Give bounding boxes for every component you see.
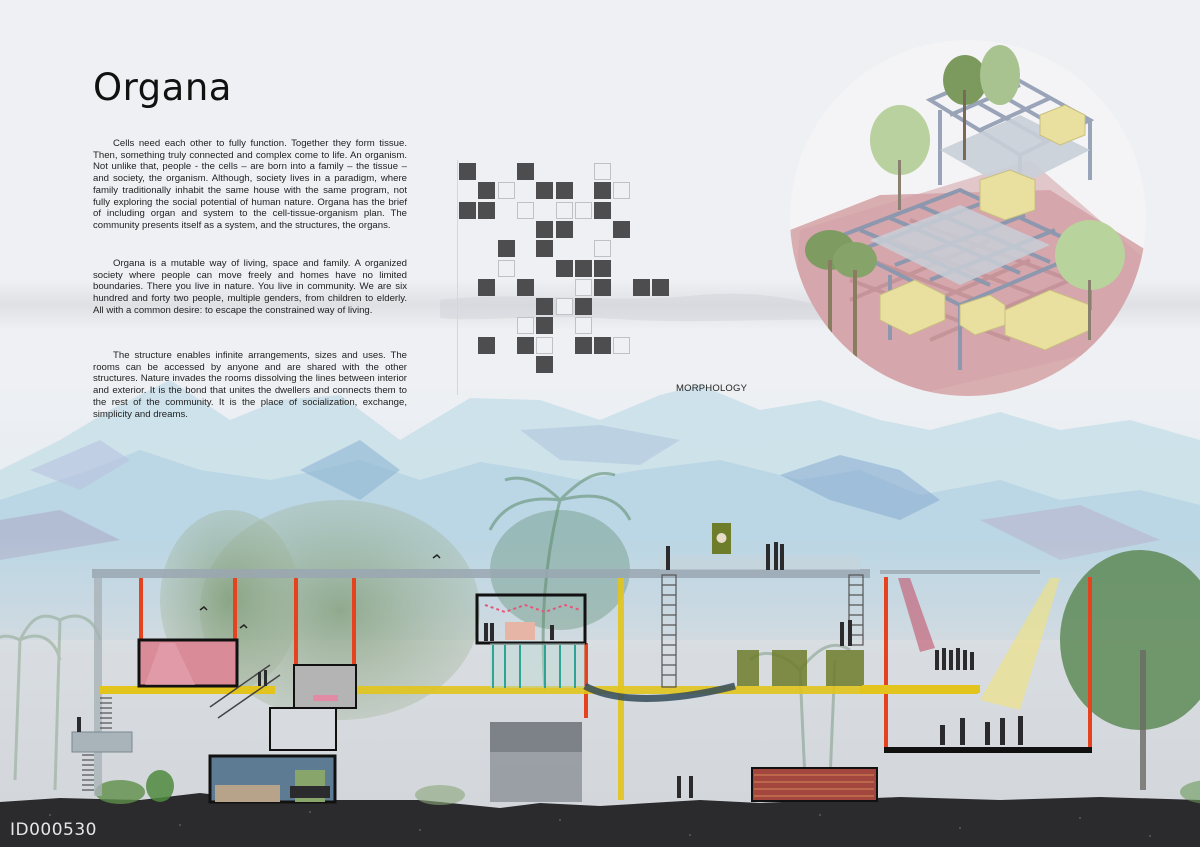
structure-paragraph: The structure enables infinite arrangeme…	[93, 350, 407, 420]
project-id: ID000530	[10, 820, 97, 840]
page-title: Organa	[93, 66, 232, 109]
axonometric-drawing	[790, 45, 1146, 396]
roof-slab	[92, 569, 870, 578]
intro-paragraph: Cells need each other to fully function.…	[93, 138, 407, 231]
morphology-label: MORPHOLOGY	[676, 383, 748, 394]
living-paragraph: Organa is a mutable way of living, space…	[93, 258, 407, 316]
axonometric-view	[790, 40, 1146, 396]
morphology-divider	[457, 160, 458, 395]
